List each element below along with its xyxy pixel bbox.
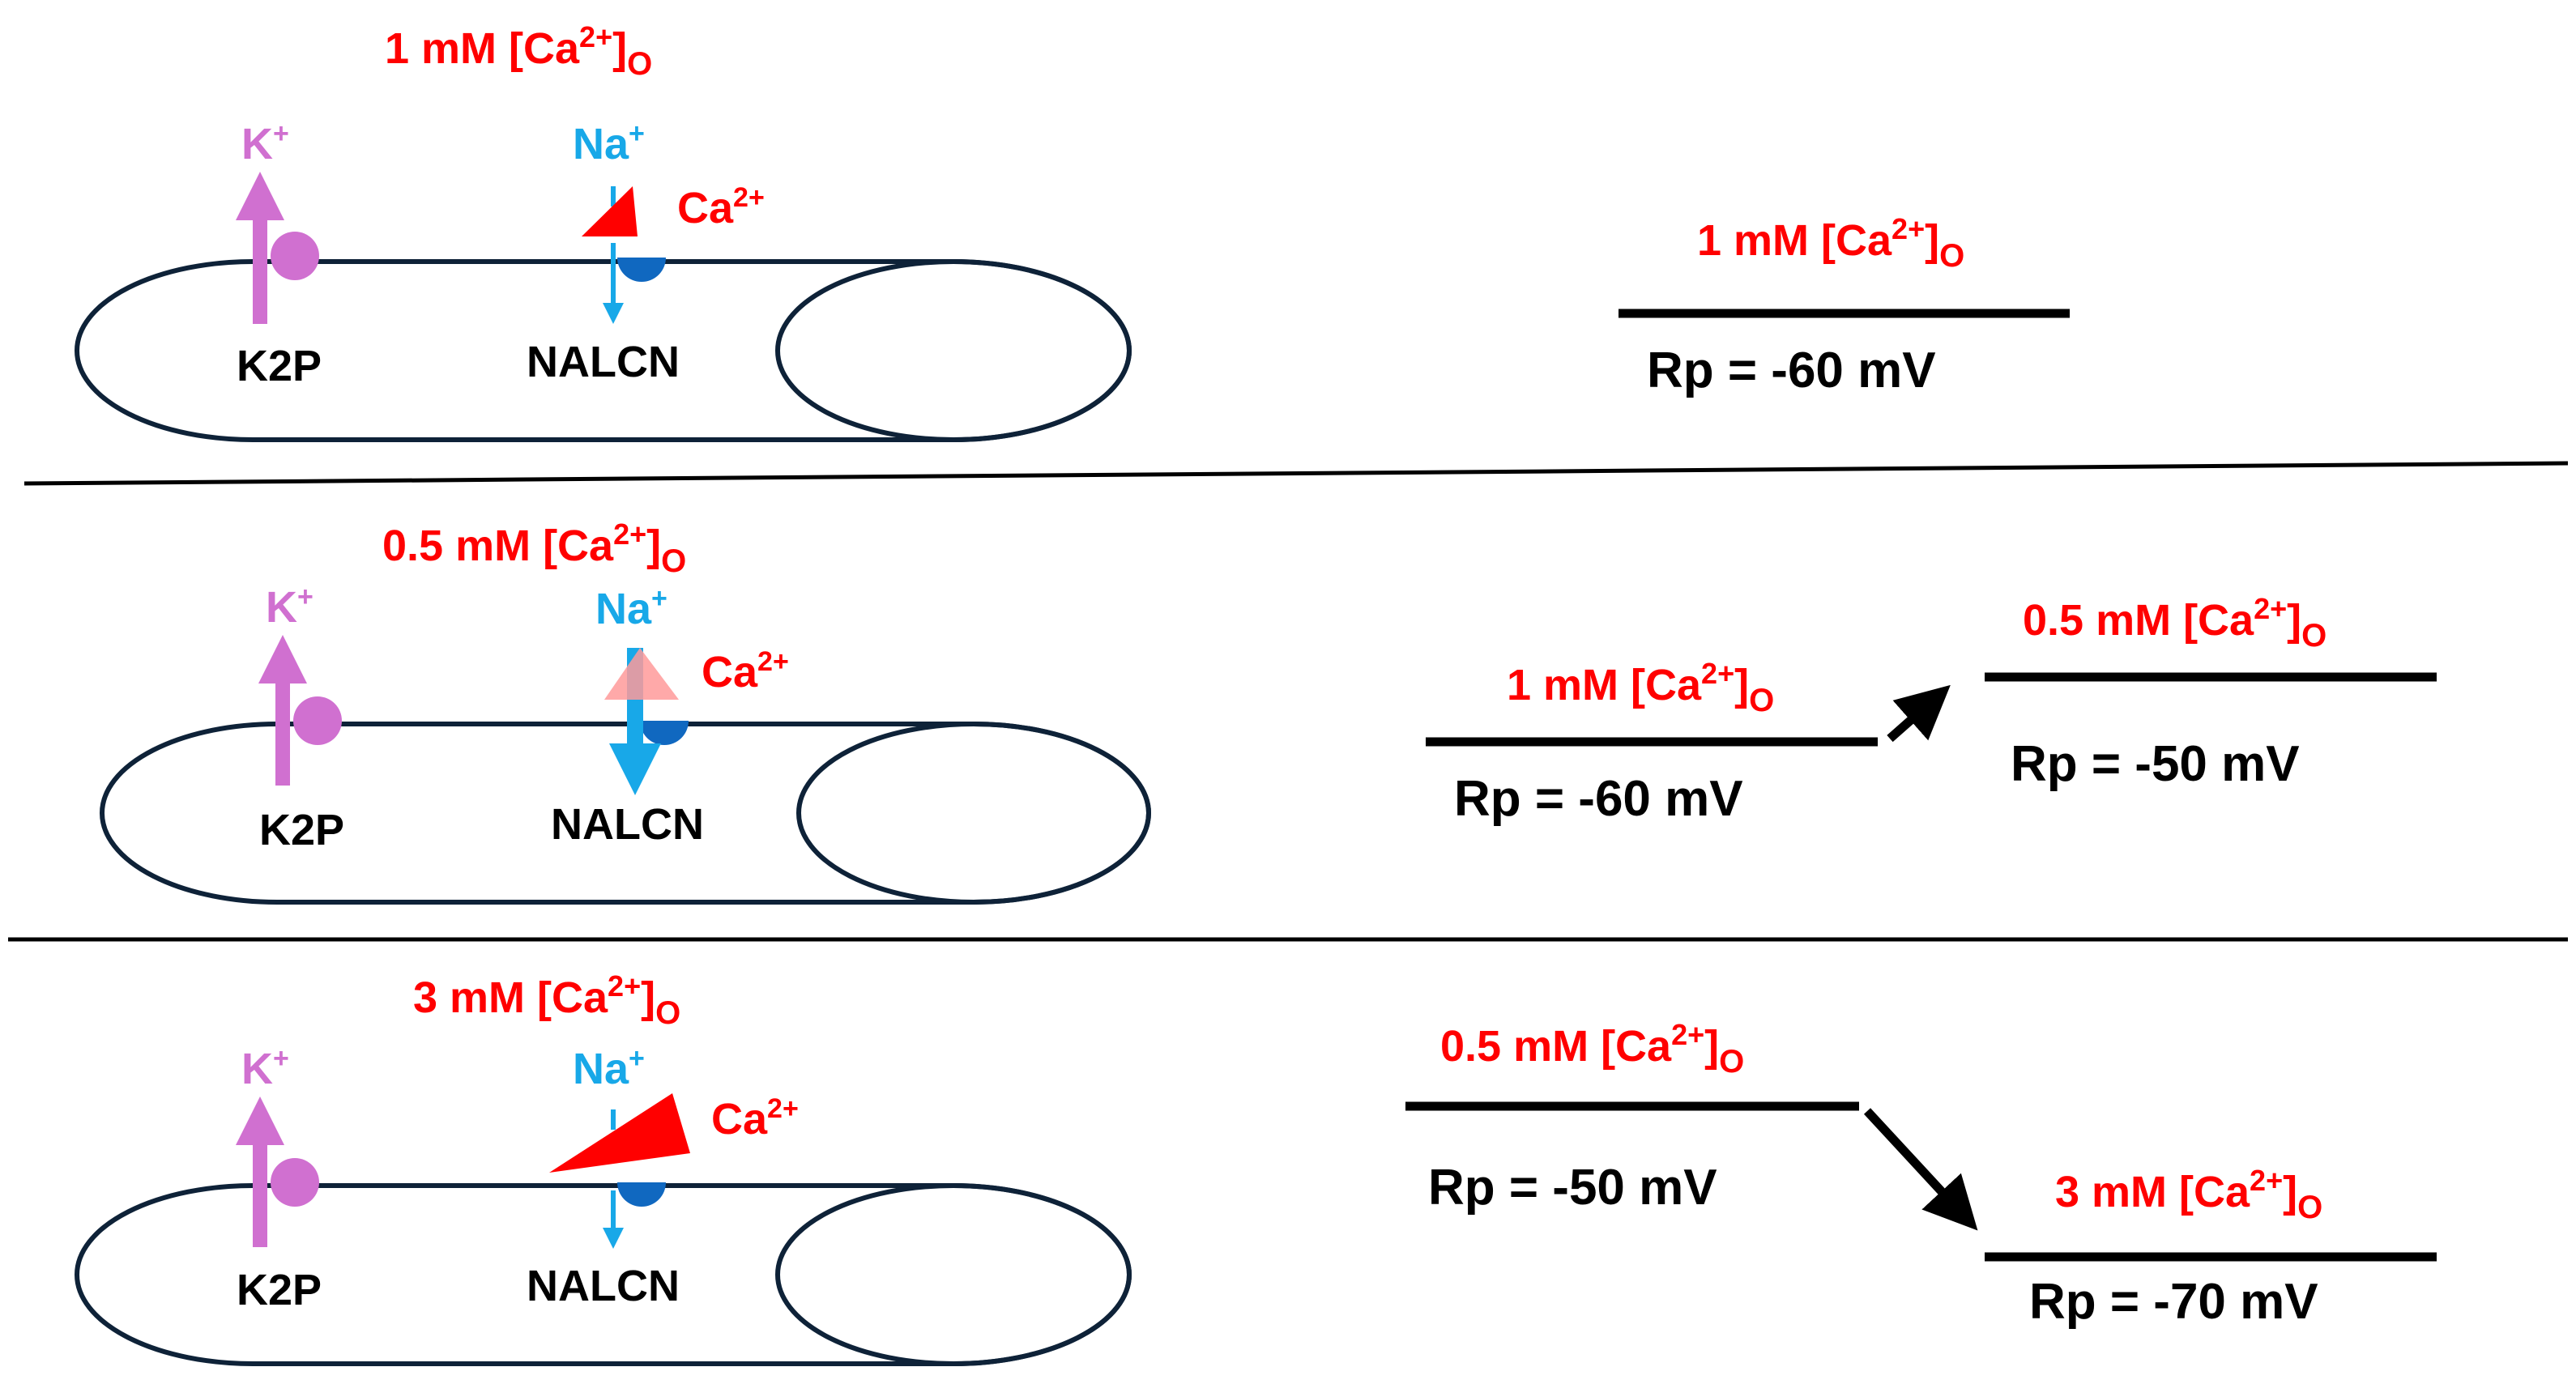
k2p-channel-icon: [271, 232, 319, 280]
cell-1: [75, 259, 1132, 442]
nalcn-channel-icon: [617, 258, 666, 282]
rp-level-label: 1 mM [Ca2+]O: [1697, 212, 1964, 274]
nalcn-label: NALCN: [551, 800, 704, 849]
ca-ion-label: Ca2+: [677, 182, 765, 232]
na-ion-label: Na+: [573, 118, 645, 168]
nalcn-channel-icon: [640, 721, 689, 745]
na-ion-label: Na+: [595, 583, 667, 633]
nalcn-channel: [604, 648, 689, 795]
rp-level-1mM: 1 mM [Ca2+]O Rp = -60 mV: [1619, 212, 2070, 398]
cell-end-cap: [775, 259, 1132, 442]
cell-end-cap: [775, 1183, 1132, 1366]
k-efflux-arrow-shaft: [253, 219, 267, 324]
ca-block-wedge-large: [549, 1093, 690, 1173]
rp-level-0.5mM: 0.5 mM [Ca2+]O Rp = -50 mV: [1985, 592, 2437, 792]
rp-value: Rp = -70 mV: [2029, 1274, 2318, 1330]
rp-level-label: 3 mM [Ca2+]O: [2055, 1164, 2322, 1225]
rp-level-label: 0.5 mM [Ca2+]O: [1440, 1018, 1744, 1080]
hyperpolarization-arrow: [1863, 1108, 1978, 1231]
cell-end-cap: [796, 722, 1151, 905]
panel-2: 0.5 mM [Ca2+]O K+ K2P Na+ Ca2+ NALCN 1 m…: [100, 517, 2437, 905]
k-efflux-arrow-head: [236, 1097, 284, 1145]
rp-value: Rp = -60 mV: [1647, 343, 1936, 398]
k-efflux-arrow-head: [236, 172, 284, 220]
panel-2-condition-label: 0.5 mM [Ca2+]O: [382, 517, 686, 579]
rp-level-label: 1 mM [Ca2+]O: [1507, 657, 1774, 718]
cell-2: [100, 722, 1151, 905]
na-influx-arrow-head: [603, 303, 624, 324]
rp-value: Rp = -50 mV: [1428, 1160, 1717, 1216]
nalcn-label: NALCN: [527, 1262, 680, 1310]
k-efflux-arrow-shaft: [275, 680, 290, 786]
rp-value: Rp = -60 mV: [1454, 771, 1743, 827]
ca-ion-label: Ca2+: [702, 646, 789, 696]
k2p-channel-icon: [293, 696, 342, 745]
panel-3-condition-label: 3 mM [Ca2+]O: [413, 969, 680, 1031]
nalcn-channel: [582, 186, 666, 324]
k2p-channel: [258, 635, 342, 786]
rp-level-0.5mM: 0.5 mM [Ca2+]O Rp = -50 mV: [1405, 1018, 1859, 1216]
na-influx-arrow-head: [603, 1228, 624, 1249]
k-ion-label: K+: [266, 581, 313, 632]
k-ion-label: K+: [241, 118, 289, 168]
k-ion-label: K+: [241, 1043, 289, 1093]
ca-block-wedge-faded: [604, 648, 679, 700]
rp-level-3mM: 3 mM [Ca2+]O Rp = -70 mV: [1985, 1164, 2437, 1330]
k2p-channel: [236, 1097, 319, 1247]
panel-3: 3 mM [Ca2+]O K+ K2P Na+ Ca2+ NALCN 0.5 m…: [75, 969, 2437, 1366]
nalcn-channel: [549, 1093, 690, 1249]
na-influx-arrow-head: [609, 743, 661, 795]
nalcn-channel-icon: [617, 1182, 666, 1207]
panel-divider-1: [23, 461, 2569, 486]
ca-ion-label: Ca2+: [711, 1093, 799, 1143]
k2p-label: K2P: [237, 342, 322, 390]
depolarization-arrow: [1887, 684, 1951, 743]
k2p-label: K2P: [259, 806, 344, 854]
k2p-channel: [236, 172, 319, 324]
cell-3: [75, 1183, 1132, 1366]
k-efflux-arrow-head: [258, 635, 307, 683]
na-ion-label: Na+: [573, 1043, 645, 1093]
ca-block-wedge: [582, 186, 638, 236]
rp-level-1mM: 1 mM [Ca2+]O Rp = -60 mV: [1426, 657, 1878, 827]
rp-value: Rp = -50 mV: [2011, 736, 2300, 792]
k2p-label: K2P: [237, 1266, 322, 1314]
panel-1: 1 mM [Ca2+]O K+ K2P Na+ Ca2+ NALCN 1 mM …: [75, 20, 2070, 442]
rp-level-label: 0.5 mM [Ca2+]O: [2023, 592, 2327, 654]
nalcn-label: NALCN: [527, 338, 680, 386]
k-efflux-arrow-shaft: [253, 1142, 267, 1247]
k2p-channel-icon: [271, 1158, 319, 1207]
panel-1-condition-label: 1 mM [Ca2+]O: [385, 20, 652, 82]
